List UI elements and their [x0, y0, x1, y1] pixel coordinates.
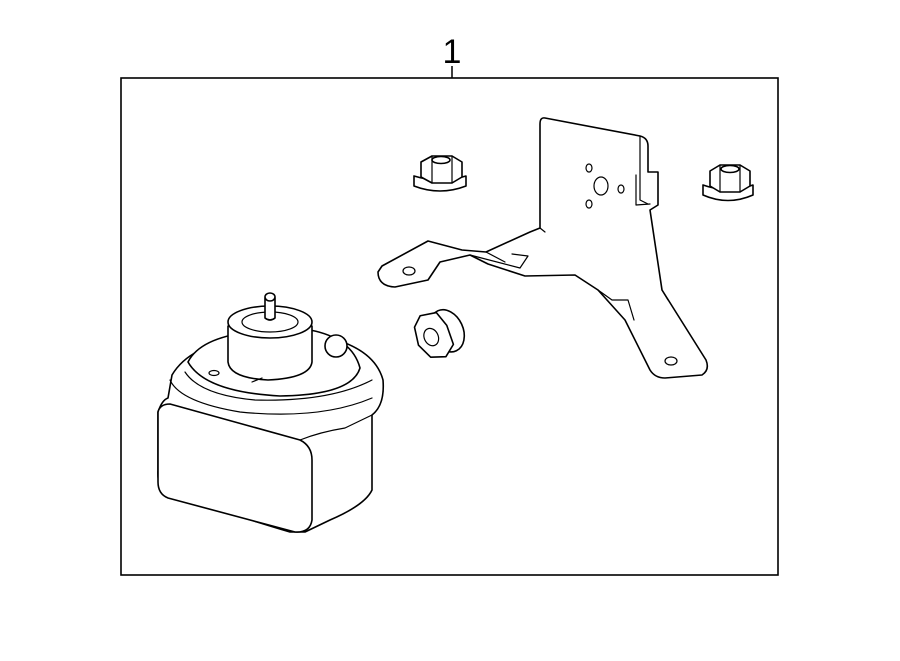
flange-nut[interactable]	[702, 164, 754, 202]
mounting-bracket[interactable]	[377, 117, 709, 379]
horn-assembly[interactable]	[157, 292, 385, 533]
flange-nut[interactable]	[407, 301, 471, 365]
assembly-frame	[120, 77, 779, 576]
callout-number: 1	[443, 33, 462, 71]
flange-nut[interactable]	[413, 155, 467, 192]
